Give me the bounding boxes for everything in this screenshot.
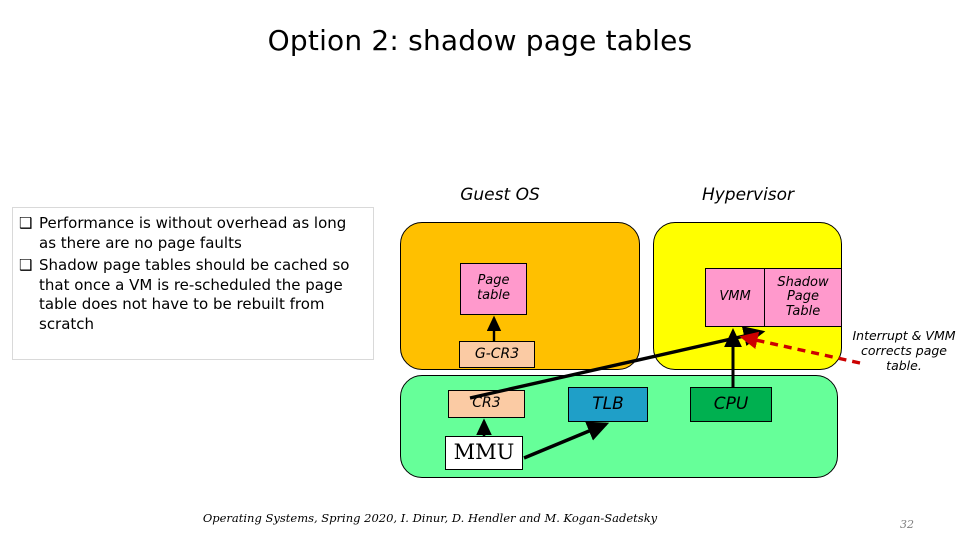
node-cr3: CR3	[448, 390, 525, 418]
list-item: ❑ Shadow page tables should be cached so…	[19, 256, 365, 334]
node-tlb: TLB	[568, 387, 648, 422]
list-item: ❑ Performance is without overhead as lon…	[19, 214, 365, 253]
zone-label-guest-os: Guest OS	[460, 185, 540, 205]
bullet-square-icon: ❑	[19, 214, 33, 232]
page-number: 32	[900, 518, 914, 531]
footer-credit: Operating Systems, Spring 2020, I. Dinur…	[202, 511, 658, 525]
node-guest-cr3: G-CR3	[459, 341, 535, 368]
bullet-text: Performance is without overhead as long …	[39, 214, 347, 252]
bullet-square-icon: ❑	[19, 256, 33, 274]
page-title: Option 2: shadow page tables	[267, 24, 693, 57]
annotation-interrupt-vmm: Interrupt & VMM corrects page table.	[852, 328, 956, 373]
node-vmm: VMM	[705, 268, 765, 327]
bullet-text: Shadow page tables should be cached so t…	[39, 256, 350, 333]
bullet-panel: ❑ Performance is without overhead as lon…	[12, 207, 374, 360]
node-cpu: CPU	[690, 387, 772, 422]
zone-label-hypervisor: Hypervisor	[701, 185, 795, 205]
node-mmu: MMU	[445, 436, 523, 470]
